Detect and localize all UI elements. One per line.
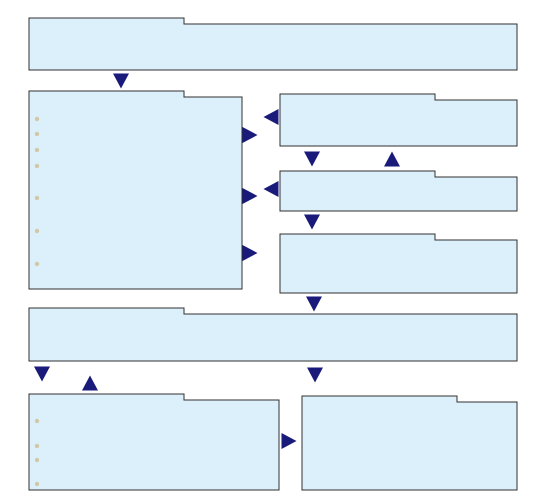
arrow-middle-banner-to-bottom-right-icon	[307, 367, 323, 383]
bullet-dot	[34, 443, 40, 449]
bottom-right-box	[301, 395, 518, 491]
bullet-dot	[34, 261, 40, 267]
boxes-layer	[28, 17, 518, 491]
bullet-dot	[34, 116, 40, 122]
bullet-dot	[34, 163, 40, 169]
arrow-list-to-right-3-icon	[242, 245, 258, 261]
right-box-1	[279, 93, 518, 147]
bullet-dot	[34, 228, 40, 234]
arrow-right-2-to-right-1-icon	[384, 151, 400, 167]
bullet-dot	[34, 131, 40, 137]
arrow-middle-banner-to-bottom-left-icon	[34, 366, 50, 382]
arrow-bottom-left-to-bottom-right-icon	[281, 433, 297, 449]
right-box-2	[279, 170, 518, 212]
bullet-dot	[34, 195, 40, 201]
arrow-banner-to-list-icon	[113, 73, 129, 89]
arrow-right-3-to-middle-banner-icon	[306, 296, 322, 312]
arrow-right-1-to-list-icon	[263, 109, 279, 125]
bullet-dot	[34, 147, 40, 153]
bottom-left-list-box	[28, 393, 280, 491]
bullet-dot	[34, 457, 40, 463]
arrow-right-1-to-right-2-icon	[304, 151, 320, 167]
arrow-right-2-to-right-3-icon	[304, 214, 320, 230]
right-box-3	[279, 233, 518, 294]
bullet-dot	[34, 418, 40, 424]
top-banner-box	[28, 17, 518, 71]
middle-banner-box	[28, 307, 518, 362]
bullet-dot	[34, 481, 40, 487]
arrows-layer	[34, 73, 400, 449]
left-list-box	[28, 90, 243, 290]
arrow-right-2-to-list-icon	[263, 181, 279, 197]
arrow-list-to-right-1-icon	[242, 127, 258, 143]
arrow-list-to-right-2-icon	[242, 188, 258, 204]
arrow-bottom-left-to-middle-banner-icon	[82, 375, 98, 391]
